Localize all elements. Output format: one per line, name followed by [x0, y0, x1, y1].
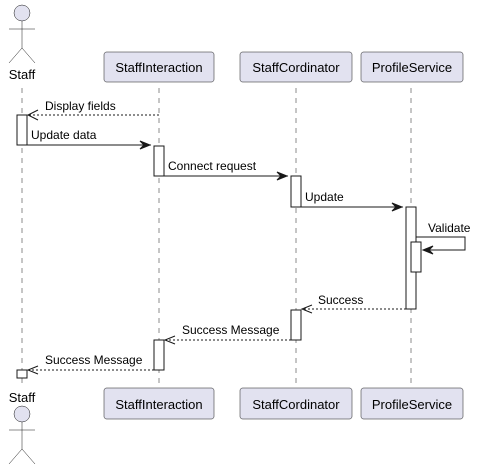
message-validate-label: Validate	[428, 221, 471, 235]
message-validate-arrowhead	[421, 245, 434, 255]
message-display-fields-label: Display fields	[45, 99, 116, 113]
participant-staff-interaction-bottom: StaffInteraction	[103, 387, 215, 420]
message-success-message-2: Success Message	[26, 353, 154, 375]
message-success: Success	[300, 293, 406, 314]
activation-staff-interaction-1	[153, 145, 165, 177]
participant-profile-service-top-label: ProfileService	[372, 60, 452, 75]
message-success-message-1-label: Success Message	[182, 323, 280, 337]
message-success-arrowhead	[300, 304, 313, 314]
activation-staff-1	[16, 114, 28, 146]
message-connect-request-label: Connect request	[168, 159, 257, 173]
participant-profile-service-top: ProfileService	[360, 51, 464, 83]
participant-profile-service-bottom-label: ProfileService	[372, 397, 452, 412]
message-validate: Validate	[416, 221, 471, 255]
message-update-data: Update data	[27, 128, 152, 150]
message-update-label: Update	[305, 190, 344, 204]
activation-staff-2	[16, 369, 28, 379]
message-display-fields: Display fields	[26, 99, 159, 121]
participant-staff-cordinator-bottom-box	[239, 387, 353, 420]
message-success-message-1: Success Message	[163, 323, 291, 345]
actor-staff-top-head-icon	[13, 4, 31, 22]
participant-profile-service-top-box	[360, 51, 464, 83]
participant-staff-interaction-top-label: StaffInteraction	[115, 60, 202, 75]
activations	[16, 114, 422, 379]
message-update-data-label: Update data	[31, 128, 97, 142]
message-success-message-2-label: Success Message	[45, 353, 143, 367]
message-success-message-1-arrowhead	[163, 335, 176, 345]
participant-staff-interaction-bottom-label: StaffInteraction	[115, 397, 202, 412]
message-display-fields-arrowhead	[26, 109, 39, 121]
message-update: Update	[301, 190, 404, 212]
participant-staff-cordinator-bottom-label: StaffCordinator	[252, 397, 340, 412]
actor-staff-bottom-label: Staff	[9, 390, 36, 405]
actor-staff-bottom-head-icon	[13, 405, 31, 423]
participant-staff-interaction-top: StaffInteraction	[103, 51, 215, 83]
activation-profile-service-2	[410, 241, 422, 273]
participant-profile-service-bottom-box	[360, 387, 464, 420]
participant-staff-cordinator-top-label: StaffCordinator	[252, 60, 340, 75]
message-update-arrowhead	[391, 202, 404, 212]
participant-staff-cordinator-top-box	[239, 51, 353, 83]
participant-staff-cordinator-bottom: StaffCordinator	[239, 387, 353, 420]
message-connect-request-arrowhead	[276, 171, 289, 181]
participant-staff-interaction-bottom-box	[103, 387, 215, 420]
message-success-label: Success	[318, 293, 363, 307]
actor-staff-top-label: Staff	[9, 67, 36, 82]
participant-profile-service-bottom: ProfileService	[360, 387, 464, 420]
participant-staff-cordinator-top: StaffCordinator	[239, 51, 353, 83]
message-success-message-2-arrowhead	[26, 365, 39, 375]
actor-staff-top: Staff	[9, 4, 36, 82]
activation-staff-cordinator-2	[290, 309, 302, 341]
message-update-data-arrowhead	[139, 140, 152, 150]
activation-staff-cordinator-1	[290, 175, 302, 208]
participant-staff-interaction-top-box	[103, 51, 215, 83]
actor-staff-bottom: Staff	[9, 390, 36, 465]
activation-staff-interaction-2	[153, 339, 165, 371]
message-connect-request: Connect request	[164, 159, 289, 181]
